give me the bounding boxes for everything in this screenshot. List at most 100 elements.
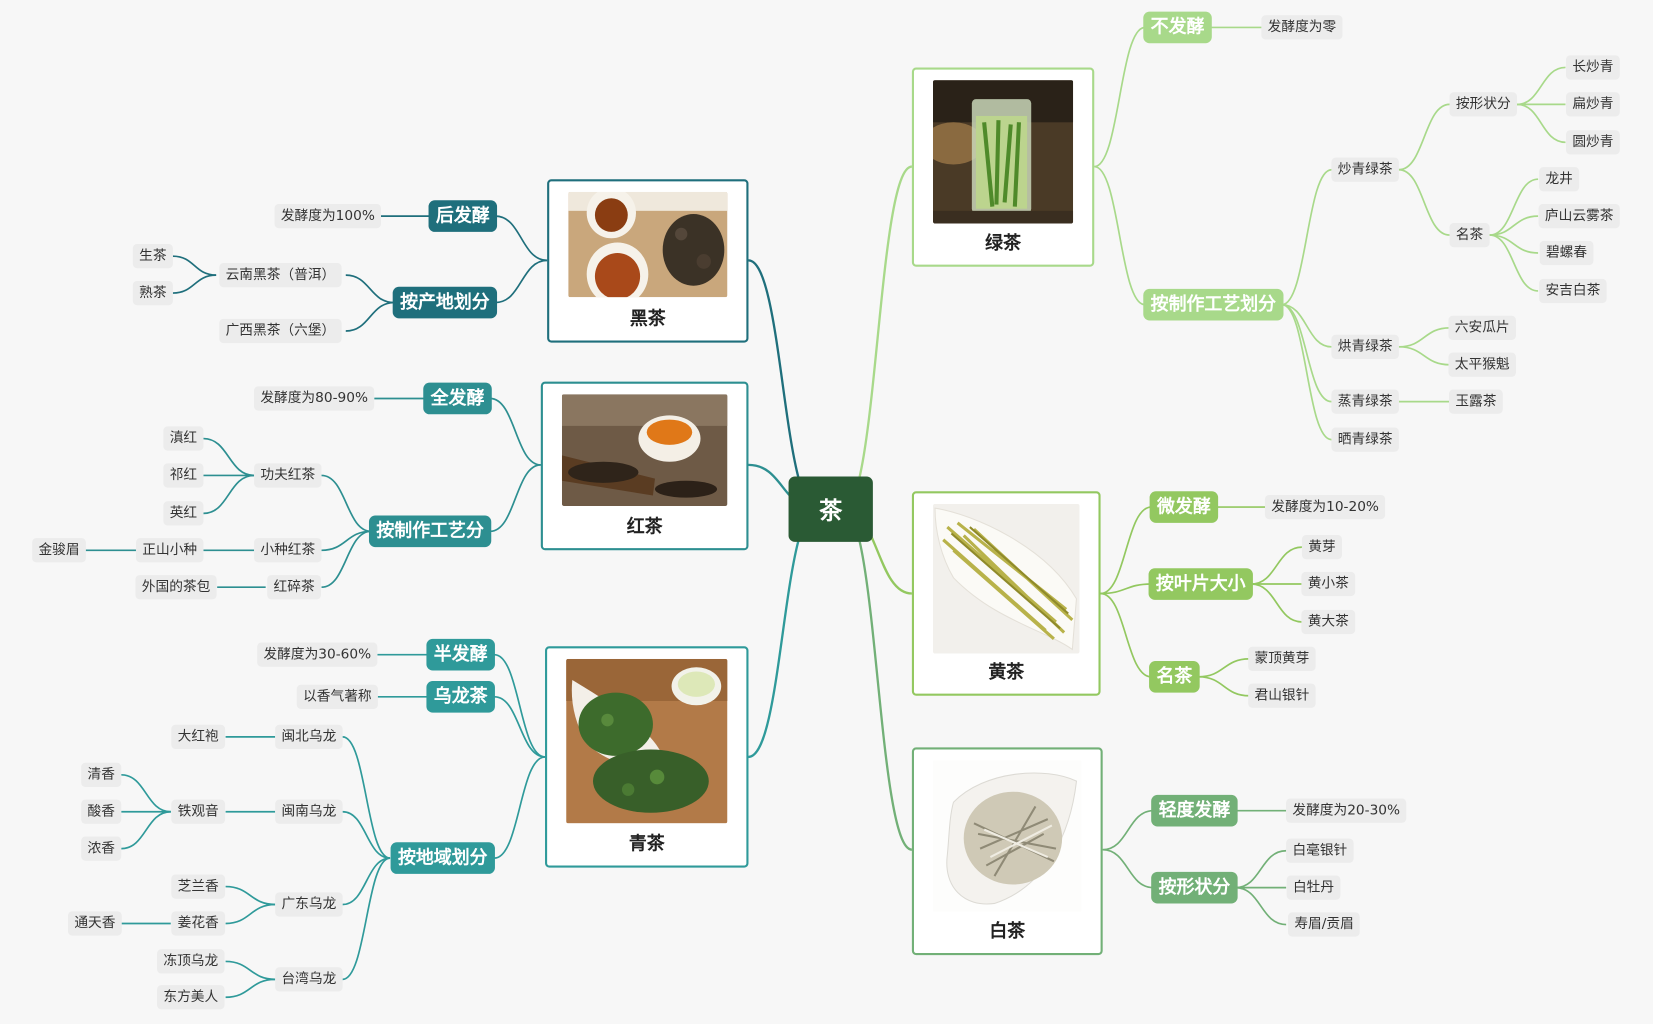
oolong-zhilan-label[interactable]: 芝兰香 — [171, 874, 226, 899]
oolong-tieguanyin-label[interactable]: 铁观音 — [171, 799, 226, 824]
green-liuan-label[interactable]: 六安瓜片 — [1448, 315, 1516, 340]
connector-line — [1235, 886, 1287, 926]
connector-line — [172, 274, 217, 294]
green-lushan-label[interactable]: 庐山云雾茶 — [1538, 203, 1620, 229]
oolong-degree-label[interactable]: 发酵度为30-60% — [257, 642, 378, 667]
green-no-ferment-tag[interactable]: 不发酵 — [1143, 11, 1212, 44]
green-yulu-label[interactable]: 玉露茶 — [1448, 389, 1503, 414]
oolong-wulong-tag[interactable]: 乌龙茶 — [426, 681, 495, 713]
oolong-taiwan-label[interactable]: 台湾乌龙 — [275, 967, 343, 992]
yellow-junshan-label[interactable]: 君山银针 — [1248, 683, 1316, 708]
yellow-by-leaf-tag[interactable]: 按叶片大小 — [1148, 568, 1253, 600]
black-guangxi-label[interactable]: 广西黑茶（六堡） — [219, 318, 342, 344]
card-red-tea[interactable]: 红茶 — [540, 381, 749, 551]
card-oolong-tea[interactable]: 青茶 — [545, 646, 749, 868]
oolong-suanxiang-label[interactable]: 酸香 — [81, 799, 122, 824]
black-post-ferment-tag[interactable]: 后发酵 — [428, 200, 498, 232]
red-ying-label[interactable]: 英红 — [163, 501, 204, 526]
oolong-semi-ferment-tag[interactable]: 半发酵 — [426, 638, 495, 671]
green-zhengqing-label[interactable]: 蒸青绿茶 — [1331, 389, 1399, 414]
connector-line — [1398, 327, 1450, 348]
oolong-guangdong-label[interactable]: 广东乌龙 — [275, 892, 343, 917]
oolong-aroma-label[interactable]: 以香气著称 — [296, 684, 378, 709]
red-degree-label[interactable]: 发酵度为80-90% — [253, 386, 375, 411]
red-dian-label[interactable]: 滇红 — [163, 426, 204, 451]
green-shaiqing-label[interactable]: 晒青绿茶 — [1331, 427, 1399, 452]
green-by-process-tag[interactable]: 按制作工艺划分 — [1143, 288, 1284, 321]
oolong-dahongpao-label[interactable]: 大红袍 — [171, 724, 226, 750]
black-raw-label[interactable]: 生茶 — [132, 244, 173, 269]
green-taiping-label[interactable]: 太平猴魁 — [1448, 352, 1516, 377]
red-full-ferment-tag[interactable]: 全发酵 — [423, 382, 492, 415]
yellow-micro-ferment-tag[interactable]: 微发酵 — [1149, 491, 1219, 523]
card-green-tea[interactable]: 绿茶 — [911, 67, 1095, 267]
connector-line — [345, 274, 395, 304]
card-white-tea[interactable]: 白茶 — [911, 747, 1103, 956]
red-qi-label[interactable]: 祁红 — [163, 463, 204, 488]
red-xiaozhong-label[interactable]: 小种红茶 — [254, 538, 322, 563]
connector-line — [1281, 303, 1332, 403]
connector-line — [321, 530, 372, 589]
oolong-minnan-label[interactable]: 闽南乌龙 — [275, 799, 343, 824]
oolong-tongtian-label[interactable]: 通天香 — [67, 911, 122, 936]
connector-line — [1094, 165, 1146, 306]
connector-line — [342, 857, 391, 906]
yellow-xiaocha-label[interactable]: 黄小茶 — [1301, 571, 1356, 597]
connector-line — [1100, 592, 1152, 678]
white-by-shape-tag[interactable]: 按形状分 — [1151, 871, 1238, 904]
green-biluochun-label[interactable]: 碧螺春 — [1539, 240, 1594, 266]
card-yellow-tea[interactable]: 黄茶 — [911, 491, 1101, 696]
green-yuan-label[interactable]: 圆炒青 — [1566, 130, 1620, 155]
red-zhengshan-label[interactable]: 正山小种 — [135, 538, 204, 563]
connector-line — [1235, 849, 1287, 889]
oolong-nongxiang-label[interactable]: 浓香 — [81, 836, 122, 861]
connector-line — [842, 165, 913, 511]
green-chaoqing-label[interactable]: 炒青绿茶 — [1331, 157, 1399, 182]
black-degree-label[interactable]: 发酵度为100% — [274, 203, 382, 229]
oolong-dongding-label[interactable]: 冻顶乌龙 — [157, 949, 225, 974]
green-anji-label[interactable]: 安吉白茶 — [1539, 278, 1607, 304]
oolong-minbei-label[interactable]: 闽北乌龙 — [275, 724, 343, 750]
connector-line — [1398, 345, 1450, 366]
green-degree-label[interactable]: 发酵度为零 — [1261, 15, 1343, 40]
connector-line — [494, 695, 546, 758]
connector-line — [1198, 658, 1250, 678]
root-node[interactable]: 茶 — [788, 476, 873, 542]
green-bian-label[interactable]: 扁炒青 — [1566, 92, 1620, 117]
yellow-famous-tag[interactable]: 名茶 — [1149, 660, 1200, 693]
green-famous-label[interactable]: 名茶 — [1449, 222, 1490, 248]
red-broken-label[interactable]: 红碎茶 — [267, 575, 322, 600]
green-hongqing-label[interactable]: 烘青绿茶 — [1331, 334, 1399, 359]
yellow-dacha-label[interactable]: 黄大茶 — [1301, 609, 1356, 635]
white-shoumei-label[interactable]: 寿眉/贡眉 — [1288, 912, 1361, 937]
connector-line — [1489, 234, 1539, 292]
red-jinjunmei-label[interactable]: 金骏眉 — [32, 538, 86, 563]
black-by-origin-tag[interactable]: 按产地划分 — [392, 286, 498, 319]
green-chang-label[interactable]: 长炒青 — [1566, 55, 1620, 80]
red-gongfu-label[interactable]: 功夫红茶 — [254, 463, 322, 488]
connector-line — [225, 978, 276, 999]
white-mudan-label[interactable]: 白牡丹 — [1286, 875, 1341, 900]
card-black-tea[interactable]: 黑茶 — [547, 179, 749, 343]
yellow-degree-label[interactable]: 发酵度为10-20% — [1264, 494, 1386, 520]
white-degree-label[interactable]: 发酵度为20-30% — [1286, 798, 1407, 823]
red-by-process-tag[interactable]: 按制作工艺分 — [368, 515, 492, 548]
connector-line — [490, 464, 541, 533]
oolong-dongfang-label[interactable]: 东方美人 — [157, 985, 225, 1010]
white-baihao-label[interactable]: 白毫银针 — [1286, 838, 1354, 863]
black-yunnan-label[interactable]: 云南黑茶（普洱） — [219, 263, 342, 288]
card-title: 青茶 — [628, 833, 665, 855]
connector-line — [321, 474, 372, 533]
oolong-jianghua-label[interactable]: 姜花香 — [171, 911, 226, 936]
green-longjing-label[interactable]: 龙井 — [1539, 167, 1580, 192]
connector-line — [495, 215, 548, 262]
connector-line — [494, 756, 546, 859]
green-by-shape-label[interactable]: 按形状分 — [1449, 92, 1518, 117]
white-light-ferment-tag[interactable]: 轻度发酵 — [1151, 794, 1238, 827]
yellow-huangya-label[interactable]: 黄芽 — [1301, 535, 1343, 560]
oolong-qingxiang-label[interactable]: 清香 — [81, 762, 122, 787]
black-ripe-label[interactable]: 熟茶 — [132, 280, 173, 306]
oolong-by-region-tag[interactable]: 按地域划分 — [390, 842, 495, 874]
yellow-mengding-label[interactable]: 蒙顶黄芽 — [1248, 646, 1316, 671]
red-foreign-bag-label[interactable]: 外国的茶包 — [135, 575, 217, 600]
